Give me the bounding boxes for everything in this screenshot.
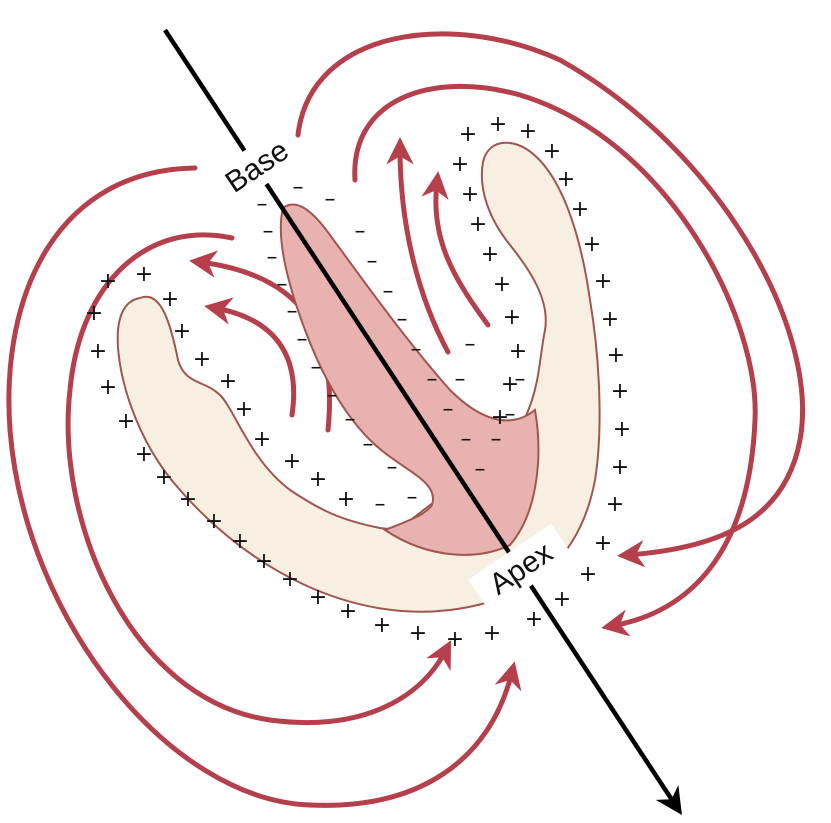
- negative-charge-sign: –: [293, 175, 304, 200]
- positive-charge-sign: +: [99, 269, 117, 294]
- positive-charge-sign: +: [235, 397, 253, 422]
- positive-charge-sign: +: [446, 627, 464, 652]
- field-line-inner-left-1: [204, 297, 297, 418]
- positive-charge-sign: +: [231, 529, 249, 554]
- field-line-right-inner: [352, 83, 758, 637]
- negative-charge-sign: –: [387, 455, 398, 480]
- positive-charge-sign: +: [501, 372, 519, 397]
- negative-charge-sign: –: [263, 219, 274, 244]
- positive-charge-sign: +: [594, 531, 612, 556]
- negative-charge-sign: –: [277, 272, 288, 297]
- positive-charge-sign: +: [611, 455, 629, 480]
- positive-charge-sign: +: [193, 347, 211, 372]
- field-line-left-inner: [65, 232, 452, 726]
- negative-charge-sign: –: [475, 457, 486, 482]
- positive-charge-sign: +: [283, 449, 301, 474]
- negative-charge-sign: –: [461, 427, 472, 452]
- negative-charge-sign: –: [375, 492, 386, 517]
- positive-charge-sign: +: [161, 287, 179, 312]
- charge-signs: ++++++++++++++++++++++++++++++++++++++++…: [85, 112, 631, 652]
- positive-charge-sign: +: [155, 465, 173, 490]
- positive-charge-sign: +: [491, 405, 509, 430]
- apex-label-bg: [468, 523, 574, 613]
- positive-charge-sign: +: [117, 409, 135, 434]
- positive-charge-sign: +: [173, 319, 191, 344]
- positive-charge-sign: +: [219, 369, 237, 394]
- positive-charge-sign: +: [89, 339, 107, 364]
- positive-charge-sign: +: [179, 487, 197, 512]
- negative-charge-sign: –: [455, 367, 466, 392]
- negative-charge-sign: –: [383, 279, 394, 304]
- negative-charge-sign: –: [465, 332, 476, 357]
- positive-charge-sign: +: [459, 122, 477, 147]
- positive-charge-sign: +: [255, 549, 273, 574]
- negative-charge-sign: –: [257, 192, 268, 217]
- field-line-inner-right-2: [421, 171, 491, 328]
- negative-charge-sign: –: [505, 402, 516, 427]
- positive-charge-sign: +: [309, 467, 327, 492]
- positive-charge-sign: +: [519, 119, 537, 144]
- positive-charge-sign: +: [135, 262, 153, 287]
- positive-charge-sign: +: [481, 242, 499, 267]
- positive-charge-sign: +: [613, 417, 631, 442]
- negative-charge-sign: –: [491, 427, 502, 452]
- negative-charge-sign: –: [355, 219, 366, 244]
- positive-charge-sign: +: [553, 587, 571, 612]
- negative-charge-sign: –: [397, 307, 408, 332]
- positive-charge-sign: +: [469, 212, 487, 237]
- positive-charge-sign: +: [309, 585, 327, 610]
- positive-charge-sign: +: [483, 621, 501, 646]
- field-line-left-outer: [6, 165, 522, 808]
- positive-charge-sign: +: [337, 487, 355, 512]
- negative-charge-sign: –: [327, 383, 338, 408]
- base-label-bg: [205, 122, 308, 210]
- negative-charge-sign: –: [407, 485, 418, 510]
- septum: [279, 203, 540, 556]
- positive-charge-sign: +: [451, 152, 469, 177]
- positive-charge-sign: +: [594, 269, 612, 294]
- positive-charge-sign: +: [339, 599, 357, 624]
- negative-charge-sign: –: [427, 367, 438, 392]
- positive-charge-sign: +: [611, 379, 629, 404]
- positive-charge-sign: +: [583, 232, 601, 257]
- negative-charge-sign: –: [267, 245, 278, 270]
- negative-charge-sign: –: [297, 327, 308, 352]
- negative-charge-sign: –: [515, 367, 526, 392]
- negative-charge-sign: –: [345, 407, 356, 432]
- positive-charge-sign: +: [579, 562, 597, 587]
- negative-charge-sign: –: [443, 397, 454, 422]
- positive-charge-sign: +: [281, 567, 299, 592]
- positive-charge-sign: +: [99, 375, 117, 400]
- positive-charge-sign: +: [253, 427, 271, 452]
- positive-charge-sign: +: [409, 621, 427, 646]
- positive-charge-sign: +: [601, 307, 619, 332]
- negative-charge-sign: –: [311, 355, 322, 380]
- negative-charge-sign: –: [367, 249, 378, 274]
- positive-charge-sign: +: [607, 343, 625, 368]
- positive-charge-sign: +: [135, 442, 153, 467]
- positive-charge-sign: +: [85, 301, 103, 326]
- positive-charge-sign: +: [461, 182, 479, 207]
- positive-charge-sign: +: [373, 613, 391, 638]
- positive-charge-sign: +: [489, 112, 507, 137]
- negative-charge-sign: –: [325, 187, 336, 212]
- positive-charge-sign: +: [606, 492, 624, 517]
- negative-charge-sign: –: [411, 337, 422, 362]
- positive-charge-sign: +: [557, 167, 575, 192]
- field-line-inner-right-1: [386, 137, 451, 355]
- positive-charge-sign: +: [571, 197, 589, 222]
- negative-charge-sign: –: [287, 299, 298, 324]
- positive-charge-sign: +: [493, 272, 511, 297]
- field-line-right-outer: [295, 31, 806, 568]
- positive-charge-sign: +: [525, 607, 543, 632]
- positive-charge-sign: +: [205, 509, 223, 534]
- negative-charge-sign: –: [363, 432, 374, 457]
- positive-charge-sign: +: [503, 305, 521, 330]
- positive-charge-sign: +: [509, 339, 527, 364]
- positive-charge-sign: +: [543, 139, 561, 164]
